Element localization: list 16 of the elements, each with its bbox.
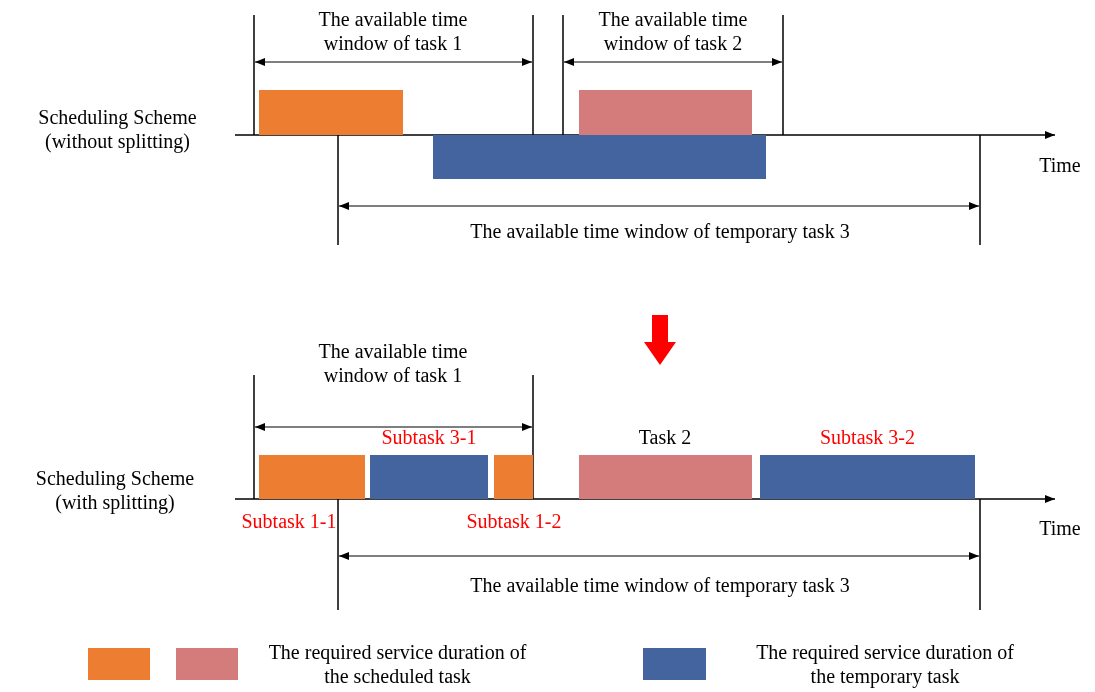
bar-label: Subtask 1-2 (465, 509, 563, 533)
bar-label: Task 2 (637, 425, 693, 449)
legend-label: The required service duration of the temporary task (755, 640, 1015, 688)
axis-label: Time (1038, 153, 1082, 177)
legend-label: The required service duration of the scheduled task (267, 640, 528, 688)
window-label: The available time window of temporary task 3 (469, 573, 851, 597)
window-label: The available time window of task 1 (317, 339, 469, 387)
window-label: The available time window of task 1 (317, 7, 469, 55)
window-label: The available time window of task 2 (597, 7, 749, 55)
bar-label: Subtask 3-2 (819, 425, 916, 449)
window-label: The available time window of temporary task 3 (469, 219, 851, 243)
row-label: Scheduling Scheme (without splitting) (37, 105, 198, 153)
bar-label: Subtask 1-1 (240, 509, 338, 533)
axis-label: Time (1038, 516, 1082, 540)
bar-label: Subtask 3-1 (380, 425, 478, 449)
row-label: Scheduling Scheme (with splitting) (34, 466, 196, 514)
